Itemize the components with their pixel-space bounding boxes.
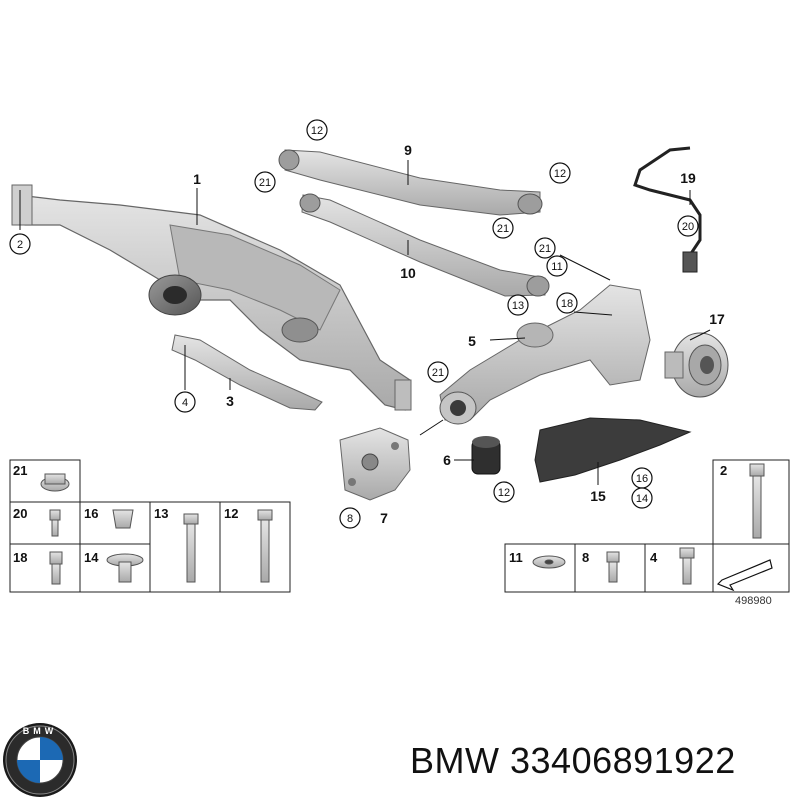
label-7: 7 bbox=[380, 510, 388, 526]
callout-8: 8 bbox=[347, 513, 353, 525]
table-label-11: 11 bbox=[509, 550, 523, 565]
speed-sensor-cable bbox=[633, 146, 702, 273]
label-19: 19 bbox=[680, 170, 696, 186]
footer-part-number: 33406891922 bbox=[510, 740, 736, 781]
callout-21d: 21 bbox=[432, 367, 444, 379]
label-17: 17 bbox=[709, 311, 725, 327]
rear-subframe bbox=[11, 184, 412, 411]
callout-14: 14 bbox=[636, 493, 648, 505]
callout-2: 2 bbox=[17, 239, 23, 251]
mounting-bracket bbox=[339, 427, 411, 501]
callout-12c: 12 bbox=[498, 487, 510, 499]
wheel-hub bbox=[664, 332, 729, 398]
callout-16: 16 bbox=[636, 473, 648, 485]
table-label-4: 4 bbox=[650, 550, 658, 565]
table-label-21: 21 bbox=[13, 463, 27, 478]
label-5: 5 bbox=[468, 333, 476, 349]
callout-11: 11 bbox=[551, 261, 562, 273]
table-label-16: 16 bbox=[84, 506, 98, 521]
reference-number: 498980 bbox=[735, 595, 772, 607]
part-labels: 1 3 9 10 5 19 17 6 7 15 bbox=[193, 142, 725, 526]
leader-lines bbox=[19, 160, 711, 485]
table-label-12: 12 bbox=[224, 506, 238, 521]
table-label-18: 18 bbox=[13, 550, 27, 565]
fastener-illustrations-left bbox=[40, 473, 273, 585]
table-label-8: 8 bbox=[582, 550, 589, 565]
label-10: 10 bbox=[400, 265, 416, 281]
label-9: 9 bbox=[404, 142, 412, 158]
table-label-13: 13 bbox=[154, 506, 168, 521]
callout-12a: 12 bbox=[311, 125, 323, 137]
fastener-table-right bbox=[504, 459, 790, 593]
lower-control-arm bbox=[299, 193, 550, 297]
label-15: 15 bbox=[590, 488, 606, 504]
callout-circles bbox=[9, 119, 699, 529]
callout-21b: 21 bbox=[497, 223, 509, 235]
bmw-roundel-logo: BMW bbox=[3, 723, 77, 797]
wheel-carrier bbox=[439, 284, 651, 425]
table-label-20: 20 bbox=[13, 506, 27, 521]
rubber-bushing bbox=[471, 436, 501, 475]
table-label-2: 2 bbox=[720, 463, 727, 478]
svg-text:BMW: BMW bbox=[23, 726, 58, 736]
callout-12b: 12 bbox=[554, 168, 566, 180]
fastener-table-left-labels: 21 20 16 13 12 18 14 bbox=[13, 463, 238, 565]
callout-4: 4 bbox=[182, 397, 188, 409]
callout-21c: 21 bbox=[539, 243, 551, 255]
fastener-table-left bbox=[9, 459, 291, 593]
label-6: 6 bbox=[443, 452, 451, 468]
label-3: 3 bbox=[226, 393, 234, 409]
table-label-14: 14 bbox=[84, 550, 99, 565]
callout-numbers: 2 4 12 21 12 21 21 11 13 18 20 21 12 8 1… bbox=[17, 125, 694, 525]
underbody-cover bbox=[534, 417, 692, 483]
assembly-arrow-icon bbox=[716, 559, 773, 592]
callout-18: 18 bbox=[561, 298, 573, 310]
footer-brand: BMW bbox=[410, 740, 500, 781]
fastener-illustrations-right bbox=[532, 463, 765, 585]
reinforcement-brace bbox=[171, 334, 323, 411]
upper-control-arm bbox=[278, 149, 543, 216]
footer-caption: BMW 33406891922 bbox=[410, 740, 736, 782]
label-1: 1 bbox=[193, 171, 201, 187]
fastener-table-right-labels: 11 8 4 2 bbox=[509, 463, 727, 565]
callout-13: 13 bbox=[512, 300, 524, 312]
callout-20: 20 bbox=[682, 221, 694, 233]
callout-21a: 21 bbox=[259, 177, 271, 189]
